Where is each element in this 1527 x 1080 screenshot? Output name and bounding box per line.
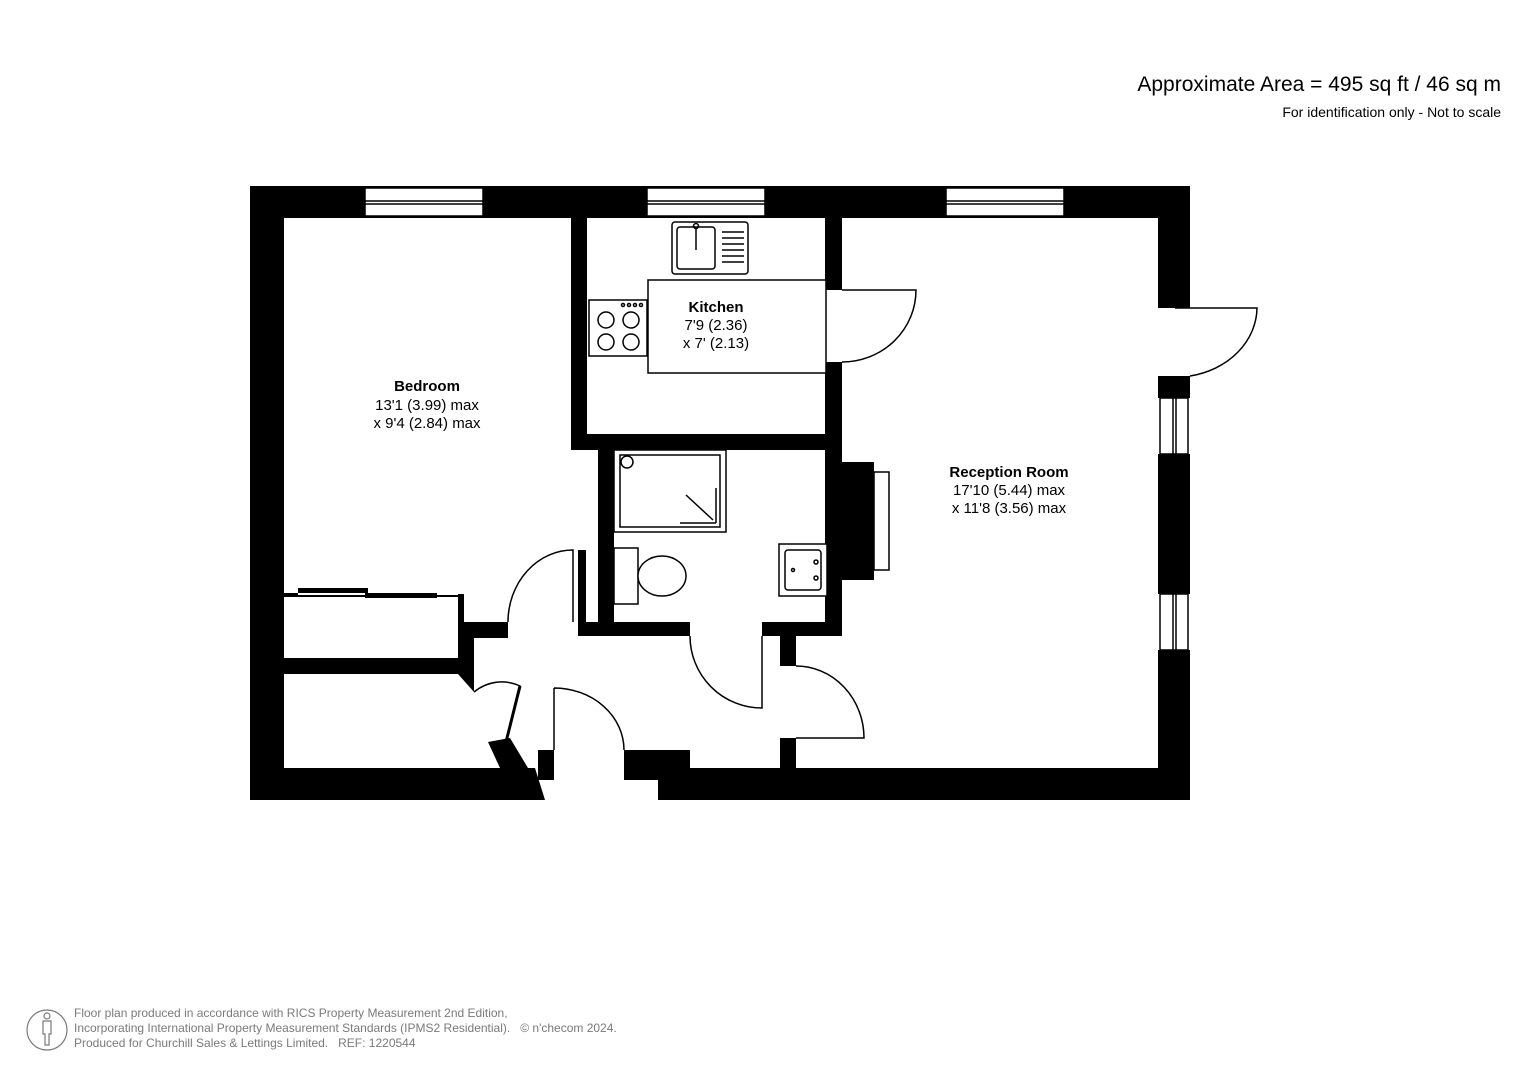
wall-right-lower (1158, 650, 1190, 800)
wall-bottom-left (250, 768, 535, 800)
wall-bath-reception (825, 450, 842, 636)
scale-note: For identification only - Not to scale (1282, 104, 1501, 120)
reception-dim-2: x 11'8 (3.56) max (952, 500, 1067, 517)
kitchen-counter (647, 279, 827, 374)
fireplace-hearth (873, 471, 890, 571)
kitchen-name: Kitchen (688, 299, 743, 316)
window-reception (945, 187, 1065, 217)
area-header: Approximate Area = 495 sq ft / 46 sq m F… (1137, 72, 1501, 120)
toilet-bowl (637, 555, 687, 597)
door-cupboard (473, 681, 521, 743)
room-labels: Bedroom 13'1 (3.99) max x 9'4 (2.84) max… (373, 299, 1068, 517)
wall-bedroom-kitchen (571, 218, 587, 450)
person-icon (26, 1009, 68, 1051)
bedroom-dim-1: 13'1 (3.99) max (375, 397, 479, 414)
windows (364, 187, 1189, 651)
door-bathroom (689, 635, 763, 709)
internal-walls (284, 218, 874, 800)
wall-hall-reception-top (780, 622, 796, 666)
door-kitchen (841, 289, 917, 363)
wardrobe (284, 588, 460, 598)
window-reception-side-2 (1159, 593, 1189, 651)
window-reception-side-1 (1159, 397, 1189, 455)
kitchen-dim-1: 7'9 (2.36) (685, 317, 748, 334)
wall-kitchen-reception (825, 362, 842, 450)
footer-ref: REF: 1220544 (338, 1036, 416, 1050)
door-bedroom (507, 549, 574, 623)
kitchen-fittings (588, 221, 827, 374)
kitchen-sink (671, 221, 749, 275)
shower-tray (613, 449, 727, 533)
window-bedroom (364, 187, 484, 217)
door-jamb-bottom (520, 768, 545, 800)
bathroom-fittings (613, 449, 828, 605)
bedroom-dim-2: x 9'4 (2.84) max (373, 415, 481, 432)
wall-hall-door-jamb (538, 750, 554, 780)
wall-kitchen-bottom (571, 434, 841, 450)
approximate-area: Approximate Area = 495 sq ft / 46 sq m (1137, 73, 1501, 96)
wall-bath-bottom-left (578, 622, 690, 636)
kitchen-dim-2: x 7' (2.13) (683, 335, 749, 352)
footer: Floor plan produced in accordance with R… (74, 1006, 617, 1051)
footer-line-1: Floor plan produced in accordance with R… (74, 1006, 508, 1020)
wall-left (250, 186, 284, 800)
wall-cupboard-lower (488, 738, 528, 768)
door-front (553, 687, 625, 751)
door-reception-exterior (1175, 307, 1258, 377)
wall-cupboard-jamb (458, 622, 474, 692)
wall-kitchen-reception-upper (825, 218, 842, 290)
wall-stub-hall (578, 550, 586, 636)
chimney-breast (838, 462, 874, 580)
door-reception (795, 665, 865, 739)
reception-name: Reception Room (949, 464, 1068, 481)
wall-front-door-right (624, 750, 690, 780)
footer-copyright: © n'checom 2024. (520, 1021, 617, 1035)
doors (473, 289, 1258, 751)
footer-line-2: Incorporating International Property Mea… (74, 1021, 511, 1035)
wall-bottom-right (658, 768, 1190, 800)
wall-wardrobe-side (458, 594, 464, 638)
window-kitchen (646, 187, 766, 217)
wall-cupboard-top (284, 658, 460, 674)
hob-icon (588, 299, 648, 357)
footer-line-3: Produced for Churchill Sales & Lettings … (74, 1036, 329, 1050)
wall-bath-bottom-right (762, 622, 842, 636)
bedroom-name: Bedroom (394, 378, 460, 395)
reception-dim-1: 17'10 (5.44) max (953, 482, 1066, 499)
basin (778, 543, 828, 597)
wall-right-mid2 (1158, 454, 1190, 594)
wall-right-mid (1158, 376, 1190, 398)
toilet-cistern (613, 547, 639, 605)
wall-right-upper (1158, 186, 1190, 308)
wall-hall-reception-bottom (780, 738, 796, 800)
wall-bath-left (598, 450, 614, 636)
